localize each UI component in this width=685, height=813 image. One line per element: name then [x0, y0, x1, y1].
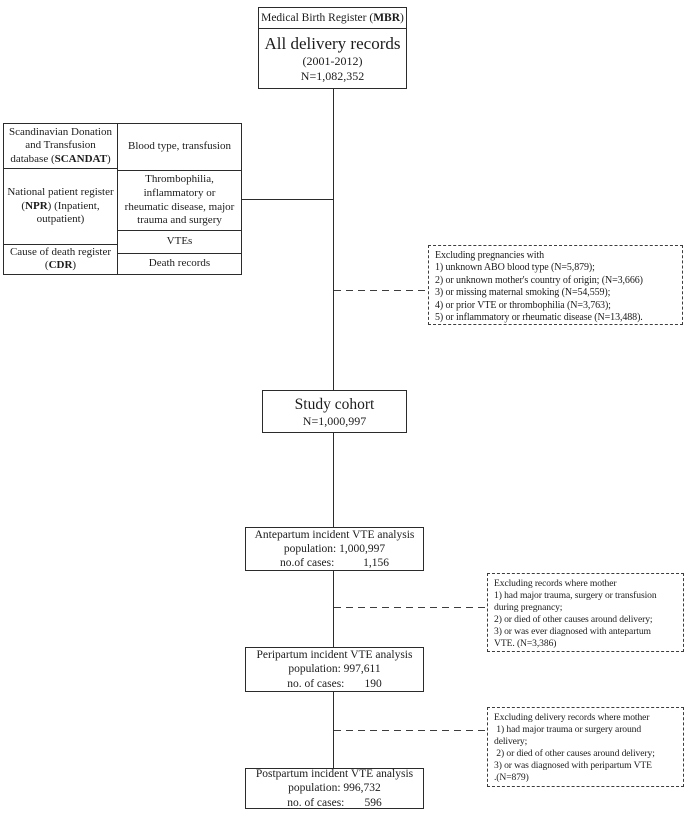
thrombophilia-cell: Thrombophilia, inflammatory or rheumatic… [118, 171, 241, 231]
exclusion-box-pregnancies: Excluding pregnancies with 1) unknown AB… [428, 245, 683, 325]
registers-table: Scandinavian Donation and Transfusion da… [3, 123, 242, 275]
mbr-box-label: Medical Birth Register (MBR) [261, 11, 404, 24]
connector-peripartum-to-postpartum [333, 692, 334, 768]
scandat-cell: Scandinavian Donation and Transfusion da… [4, 124, 117, 170]
peripartum-cases: no. of cases: 190 [287, 677, 382, 690]
exclusion-box-peripartum: Excluding delivery records where mother … [487, 707, 684, 787]
dashed-connector-exclusion2 [334, 607, 487, 608]
registers-column: Scandinavian Donation and Transfusion da… [4, 124, 118, 274]
npr-cell: National patient register (NPR) (Inpatie… [4, 169, 117, 245]
dashed-connector-exclusion3 [334, 730, 487, 731]
mbr-box: Medical Birth Register (MBR) [258, 7, 407, 29]
all-delivery-n: N=1,082,352 [300, 68, 365, 83]
postpartum-cases: no. of cases: 596 [287, 796, 382, 809]
all-delivery-records-box: All delivery records (2001-2012) N=1,082… [258, 28, 407, 89]
connector-cohort-to-antepartum [333, 433, 334, 527]
postpartum-title: Postpartum incident VTE analysis [255, 768, 414, 781]
death-records-cell: Death records [148, 257, 211, 270]
antepartum-population: population: 1,000,997 [283, 542, 386, 555]
dashed-connector-exclusion1 [334, 290, 428, 291]
all-delivery-title: All delivery records [264, 33, 401, 53]
connector-antepartum-to-peripartum [333, 571, 334, 647]
connector-table-to-main [242, 199, 334, 200]
study-cohort-n: N=1,000,997 [302, 413, 367, 428]
peripartum-population: population: 997,611 [288, 663, 381, 676]
vtes-cell: VTEs [118, 231, 241, 254]
register-data-column: Blood type, transfusion Thrombophilia, i… [118, 124, 241, 274]
peripartum-analysis-box: Peripartum incident VTE analysis populat… [245, 647, 424, 692]
antepartum-title: Antepartum incident VTE analysis [254, 528, 415, 541]
blood-type-cell: Blood type, transfusion [118, 124, 241, 171]
study-cohort-box: Study cohort N=1,000,997 [262, 390, 407, 433]
exclusion-box-antepartum: Excluding records where mother 1) had ma… [487, 573, 684, 652]
antepartum-analysis-box: Antepartum incident VTE analysis populat… [245, 527, 424, 571]
antepartum-cases: no.of cases: 1,156 [280, 557, 389, 570]
postpartum-population: population: 996,732 [288, 782, 381, 795]
all-delivery-years: (2001-2012) [302, 53, 363, 68]
connector-delivery-to-cohort [333, 89, 334, 390]
study-cohort-title: Study cohort [294, 395, 375, 413]
cdr-cell: Cause of death register (CDR) [9, 245, 112, 272]
peripartum-title: Peripartum incident VTE analysis [256, 649, 413, 662]
postpartum-analysis-box: Postpartum incident VTE analysis populat… [245, 768, 424, 809]
